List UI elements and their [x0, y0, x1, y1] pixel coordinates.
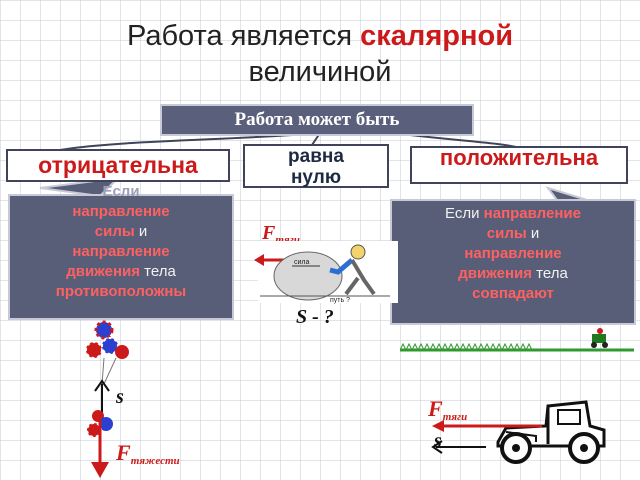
- right-desc-direction2: направление: [464, 245, 562, 262]
- gravity-force-label: Fтяжести: [116, 440, 180, 467]
- right-desc-if: Если: [445, 205, 480, 222]
- car-force-label: Fтяги: [428, 396, 467, 423]
- left-desc-opposite: противоположны: [55, 283, 187, 300]
- balloon-s-label: s: [116, 386, 124, 408]
- right-desc-body: тела: [536, 265, 568, 282]
- header-box: Работа может быть: [160, 104, 474, 136]
- label-zero-line2: нулю: [290, 167, 342, 188]
- right-desc-motion: движения: [458, 265, 532, 282]
- left-desc-and: и: [138, 223, 148, 240]
- left-desc-direction2: направление: [72, 243, 170, 260]
- vintage-car-image: [496, 400, 606, 464]
- left-desc-motion: движения: [66, 263, 140, 280]
- center-force-letter: F: [262, 222, 276, 244]
- gravity-arrow: [91, 420, 109, 478]
- left-desc-direction: направление: [72, 203, 170, 220]
- center-question: S - ?: [296, 306, 334, 328]
- right-desc-coincide: совпадают: [472, 285, 554, 302]
- gravity-force-letter: F: [116, 440, 131, 465]
- right-desc-force: силы: [486, 225, 527, 242]
- balloons-image: [85, 320, 129, 385]
- title-part2: величиной: [248, 56, 392, 88]
- label-positive: положительна: [410, 146, 628, 184]
- label-zero: равна нулю: [243, 144, 389, 188]
- title-part1: Работа является: [126, 20, 361, 52]
- balloon-s-arrow: [94, 379, 110, 416]
- rock-sign-text: сила: [294, 259, 309, 266]
- car-force-arrow: [432, 420, 542, 432]
- title-highlight: скалярной: [360, 20, 514, 52]
- right-desc-direction: направление: [483, 205, 581, 222]
- header-box-text: Работа может быть: [234, 109, 400, 130]
- gravity-force-sub: тяжести: [130, 455, 180, 467]
- car-force-sub: тяги: [442, 411, 468, 423]
- path-text: путь ?: [330, 297, 350, 304]
- left-desc-body: тела: [144, 263, 176, 280]
- label-positive-text: положительна: [439, 145, 599, 170]
- page-title: Работа является скалярной величиной: [0, 18, 640, 90]
- label-negative-text: отрицательна: [38, 152, 198, 178]
- grass-lawn: [400, 328, 634, 352]
- man-pushing-rock-image: сила путь ?: [254, 241, 398, 304]
- left-desc-if: Если: [102, 183, 140, 200]
- car-s-arrow: [431, 440, 486, 454]
- car-s-label: s: [434, 430, 442, 452]
- left-desc-force: силы: [94, 223, 135, 240]
- label-negative: отрицательна: [6, 149, 230, 182]
- right-desc-and: и: [530, 225, 540, 242]
- left-description: Если направление силы и направление движ…: [8, 183, 234, 320]
- right-description: Если направление силы и направление движ…: [390, 199, 636, 325]
- label-zero-line1: равна: [288, 146, 344, 167]
- car-force-letter: F: [428, 396, 443, 421]
